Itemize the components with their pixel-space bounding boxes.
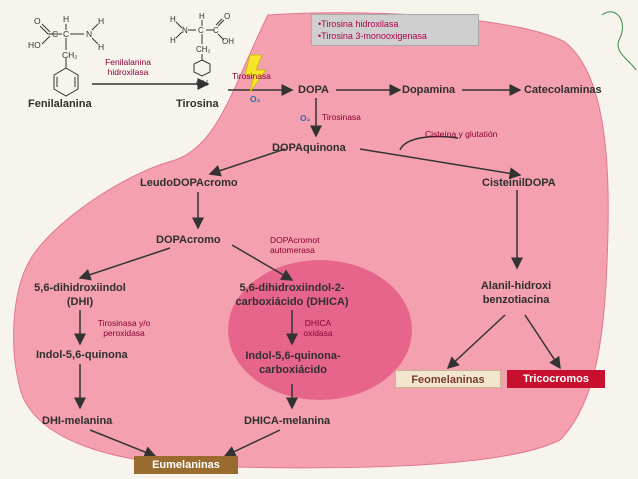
- tyr-atom-n: N: [182, 26, 188, 35]
- cisteina-curve: [399, 135, 459, 151]
- phe-atom-h1: H: [63, 14, 69, 24]
- tyr-atom-c1: C: [198, 26, 204, 35]
- o2-label-2: O₂: [300, 113, 311, 123]
- box-eumelaninas: Eumelaninas: [134, 456, 238, 474]
- enzyme-dopacromo-automerasa: DOPAcromot automerasa: [270, 235, 320, 255]
- node-dopa: DOPA: [298, 84, 329, 96]
- enzyme-tirosinasa-2: Tirosinasa: [322, 112, 361, 122]
- phe-atom-ch2: CH₂: [62, 50, 78, 60]
- enzyme-legend: •Tirosina hidroxilasa •Tirosina 3-monoox…: [311, 14, 479, 46]
- node-indolquinona-carbox: Indol-5,6-quinona-carboxiácido: [245, 350, 341, 376]
- phe-atom-n: N: [86, 29, 92, 39]
- node-catecolaminas: Catecolaminas: [524, 84, 602, 96]
- enzyme-tirosinasa-1: Tirosinasa: [232, 71, 271, 81]
- enzyme-fenilalanina-hidroxilasa: Fenilalanina hidroxilasa: [105, 57, 151, 77]
- fenilalanina-structure: O C HO H C N H H CH₂: [28, 14, 104, 97]
- node-cisteinildopa: CisteinilDOPA: [482, 177, 556, 189]
- pink-cell-shape: [13, 12, 609, 469]
- node-tirosina: Tirosina: [176, 98, 219, 110]
- lightning-bolt-icon: [244, 54, 267, 93]
- node-leucodopacromo: LeudoDOPAcromo: [140, 177, 238, 189]
- phe-atom-h2: H: [98, 16, 104, 26]
- o2-label-1: O₂: [250, 94, 261, 104]
- arrow-dopacromo-dhi: [78, 247, 171, 281]
- arrow-dopaquinona-cisteinildopa: [359, 148, 522, 180]
- arrow-dopacromo-dhica: [231, 244, 294, 281]
- box-tricocromos: Tricocromos: [507, 370, 605, 388]
- tyr-atom-oh2: OH: [196, 79, 208, 88]
- node-indolquinona: Indol-5,6-quinona: [36, 349, 128, 361]
- arrow-alanil-feomelaninas: [446, 314, 506, 370]
- phe-atom-h3: H: [98, 42, 104, 52]
- green-scribble: [601, 11, 637, 71]
- phe-atom-c1: C: [52, 29, 58, 39]
- arrow-alanil-tricocromos: [524, 314, 561, 370]
- tyr-atom-c2: C: [213, 26, 219, 35]
- tyr-atom-h2: H: [170, 36, 176, 45]
- enzyme-dhica-oxidasa: DHICA oxidasa: [303, 318, 333, 338]
- arrow-dhimelanina-eumelaninas: [89, 429, 157, 458]
- box-feomelaninas: Feomelaninas: [395, 370, 501, 388]
- tyr-atom-o: O: [224, 12, 230, 21]
- arrow-dopaquinona-leucodopacromo: [208, 148, 286, 177]
- node-dhica: 5,6-dihidroxiindol-2-carboxiácido (DHICA…: [235, 282, 349, 308]
- legend-item-tirosina-monooxigenasa: •Tirosina 3-monooxigenasa: [318, 31, 427, 41]
- enzyme-tirosinasa-peroxidasa: Tirosinasa y/o peroxidasa: [97, 318, 151, 338]
- node-dhica-melanina: DHICA-melanina: [244, 415, 331, 427]
- node-dhi-melanina: DHI-melanina: [42, 415, 113, 427]
- node-alanil: Alanil-hidroxi benzotiacina: [480, 280, 552, 306]
- dark-nucleus-shape: [228, 260, 412, 400]
- arrow-dhicamelanina-eumelaninas: [223, 429, 281, 457]
- node-dopamina: Dopamina: [402, 84, 456, 96]
- node-fenilalanina: Fenilalanina: [28, 98, 92, 110]
- node-dopacromo: DOPAcromo: [156, 234, 221, 246]
- tyr-atom-h3: H: [199, 12, 205, 21]
- node-dhi: 5,6-dihidroxiindol (DHI): [34, 282, 126, 308]
- enzyme-cisteina-glutation: Cisteína y glutatión: [425, 129, 498, 139]
- phe-atom-ho: HO: [28, 40, 41, 50]
- tyr-atom-h1: H: [170, 15, 176, 24]
- tyr-atom-oh1: OH: [222, 37, 234, 46]
- tyr-atom-ch2: CH₂: [196, 45, 211, 54]
- tirosina-structure: H N H H C C O OH CH₂ OH: [170, 12, 234, 88]
- phe-atom-c2: C: [63, 29, 69, 39]
- phe-atom-o: O: [34, 16, 41, 26]
- legend-item-tirosina-hidroxilasa: •Tirosina hidroxilasa: [318, 19, 399, 29]
- node-dopaquinona: DOPAquinona: [272, 142, 346, 154]
